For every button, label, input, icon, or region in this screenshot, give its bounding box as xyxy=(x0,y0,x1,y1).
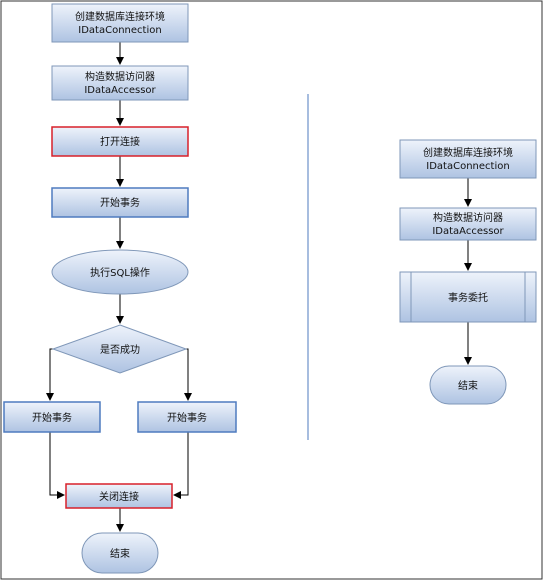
node-create-env-line1: 创建数据库连接环境 xyxy=(75,10,165,23)
arrow-decision-to-right xyxy=(184,348,192,401)
node-close-connection-label: 关闭连接 xyxy=(99,490,139,503)
node-r-transaction-delegate-label: 事务委托 xyxy=(448,291,488,304)
node-begin-transaction-label: 开始事务 xyxy=(100,196,140,209)
node-is-success-decision: 是否成功 xyxy=(51,324,188,374)
node-r-build-accessor: 构造数据访问器 IDataAccessor xyxy=(399,207,537,241)
node-r-transaction-delegate: 事务委托 xyxy=(399,271,537,323)
left-connectors xyxy=(46,42,192,532)
node-create-env-line2: IDataConnection xyxy=(78,25,161,36)
node-r-end: 结束 xyxy=(429,365,507,405)
node-r-create-env-line1: 创建数据库连接环境 xyxy=(423,146,513,159)
node-close-connection: 关闭连接 xyxy=(65,483,173,509)
node-left-branch-label: 开始事务 xyxy=(32,411,72,424)
node-left-branch: 开始事务 xyxy=(3,401,101,433)
node-r-create-env-line2: IDataConnection xyxy=(426,161,509,172)
node-r-build-accessor-line1: 构造数据访问器 xyxy=(433,211,503,224)
node-r-build-accessor-line2: IDataAccessor xyxy=(432,226,504,237)
node-right-branch-label: 开始事务 xyxy=(167,411,207,424)
node-end-left: 结束 xyxy=(81,532,159,574)
node-end-left-label: 结束 xyxy=(110,547,130,560)
arrow-decision-to-left xyxy=(46,348,54,401)
node-right-branch: 开始事务 xyxy=(137,401,237,433)
arrow-left-to-close xyxy=(49,432,65,499)
node-build-accessor: 构造数据访问器 IDataAccessor xyxy=(51,65,189,101)
node-exec-sql: 执行SQL操作 xyxy=(51,249,189,295)
node-is-success-label: 是否成功 xyxy=(100,344,140,356)
node-open-connection-label: 打开连接 xyxy=(100,135,140,148)
node-open-connection: 打开连接 xyxy=(51,126,189,157)
node-build-accessor-line2: IDataAccessor xyxy=(84,85,156,96)
node-exec-sql-label: 执行SQL操作 xyxy=(90,266,150,279)
node-create-env: 创建数据库连接环境 IDataConnection xyxy=(51,3,189,43)
node-build-accessor-line1: 构造数据访问器 xyxy=(85,70,155,83)
node-r-end-label: 结束 xyxy=(458,379,478,392)
arrow-right-to-close xyxy=(173,432,189,499)
node-begin-transaction: 开始事务 xyxy=(51,187,189,218)
node-r-create-env: 创建数据库连接环境 IDataConnection xyxy=(399,139,537,179)
